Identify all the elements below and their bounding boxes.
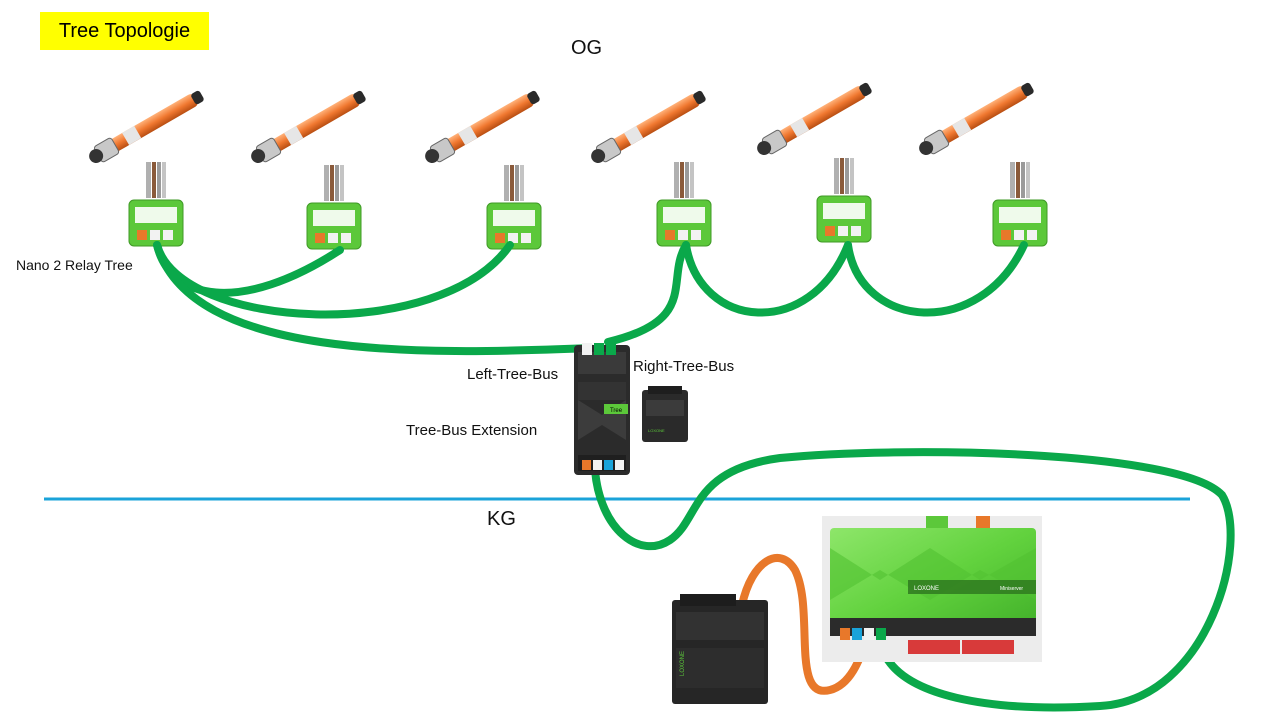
motor-4 bbox=[587, 86, 709, 168]
extension-label: Tree-Bus Extension bbox=[406, 422, 538, 439]
right-tree-bus-cables bbox=[604, 241, 1028, 346]
extension-to-miniserver-cable bbox=[591, 448, 1235, 712]
motor-3 bbox=[421, 86, 543, 168]
diagram-title: Tree Topologie bbox=[40, 12, 209, 50]
extension-tag: Tree bbox=[610, 408, 623, 414]
ps-large-brand: LOXONE bbox=[680, 651, 686, 676]
floor-label-upper: OG bbox=[571, 37, 603, 59]
relay-2 bbox=[306, 164, 362, 250]
motor-5 bbox=[753, 78, 875, 160]
power-cable bbox=[738, 554, 870, 695]
motor-6 bbox=[915, 78, 1037, 160]
small-power-supply: LOXONE bbox=[642, 386, 688, 442]
relay-label: Nano 2 Relay Tree bbox=[16, 257, 133, 273]
right-bus-label: Right-Tree-Bus bbox=[633, 358, 735, 375]
relay-6 bbox=[992, 161, 1048, 247]
motor-2 bbox=[247, 86, 369, 168]
relay-5 bbox=[816, 157, 872, 243]
tree-bus-extension-device: Tree bbox=[574, 343, 630, 475]
motor-1 bbox=[85, 86, 207, 168]
left-bus-label: Left-Tree-Bus bbox=[467, 366, 559, 383]
miniserver-name: Miniserver bbox=[1000, 586, 1023, 592]
relay-3 bbox=[486, 164, 542, 250]
ps-small-brand: LOXONE bbox=[648, 428, 665, 433]
floor-label-lower: KG bbox=[487, 508, 516, 530]
miniserver-brand: LOXONE bbox=[914, 586, 939, 592]
miniserver-device: LOXONE Miniserver bbox=[822, 516, 1042, 662]
large-power-supply: LOXONE bbox=[672, 594, 768, 704]
left-tree-bus-cables bbox=[153, 241, 594, 356]
relay-4 bbox=[656, 161, 712, 247]
relay-1 bbox=[128, 161, 184, 247]
